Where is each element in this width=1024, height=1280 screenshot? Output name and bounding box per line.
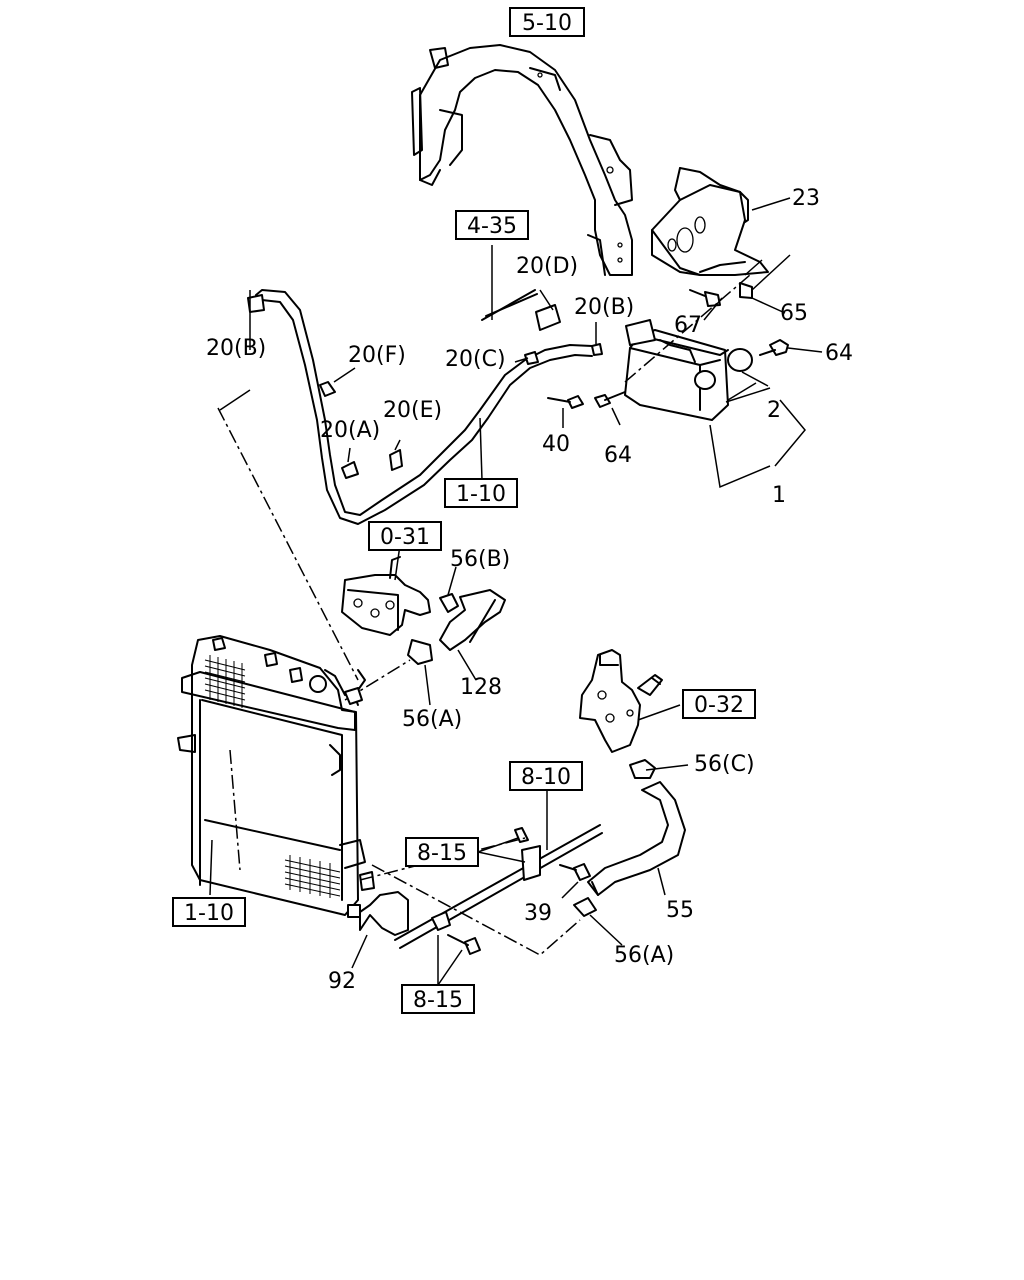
ref-8-15-lower: 8-15 <box>401 984 475 1014</box>
part-label-55: 55 <box>666 898 694 923</box>
ref-0-32: 0-32 <box>682 689 756 719</box>
leaders-tank <box>624 197 823 489</box>
part-label-23: 23 <box>792 186 820 211</box>
svg-text:8-15: 8-15 <box>417 841 467 866</box>
clamp-56a-lower <box>573 897 597 917</box>
ref-8-15-middle: 8-15 <box>405 837 479 867</box>
svg-text:8-15: 8-15 <box>413 988 463 1013</box>
part-label-39: 39 <box>524 901 552 926</box>
part-label-65: 65 <box>780 301 808 326</box>
part-label-56b: 56(B) <box>450 547 510 572</box>
bracket-23 <box>651 167 769 276</box>
svg-text:0-32: 0-32 <box>694 693 744 718</box>
part-label-56a-upper: 56(A) <box>402 707 462 732</box>
part-label-128: 128 <box>460 675 502 700</box>
hose-55 <box>587 781 686 896</box>
part-label-20f: 20(F) <box>348 343 406 368</box>
reserve-tank <box>624 319 753 421</box>
part-label-56c: 56(C) <box>694 752 755 777</box>
leaders-clips <box>217 245 621 691</box>
part-label-64-left: 64 <box>604 443 632 468</box>
water-outlet <box>579 649 663 779</box>
part-label-20c: 20(C) <box>445 347 506 372</box>
svg-text:8-10: 8-10 <box>521 765 571 790</box>
part-label-67: 67 <box>674 313 702 338</box>
radiator <box>177 635 375 918</box>
frame-bracket <box>411 44 633 276</box>
part-label-1: 1 <box>772 483 786 508</box>
part-label-40: 40 <box>542 432 570 457</box>
ref-8-10: 8-10 <box>509 761 583 791</box>
part-label-20e: 20(E) <box>383 398 442 423</box>
ref-1-10-lower: 1-10 <box>172 897 246 927</box>
part-label-20d: 20(D) <box>516 254 578 279</box>
svg-text:4-35: 4-35 <box>467 214 517 239</box>
part-label-2: 2 <box>767 398 781 423</box>
part-label-20a: 20(A) <box>320 418 380 443</box>
part-label-92: 92 <box>328 969 356 994</box>
svg-text:5-10: 5-10 <box>522 11 572 36</box>
ref-0-31: 0-31 <box>368 521 442 551</box>
part-label-56a-lower: 56(A) <box>614 943 674 968</box>
ref-4-35: 4-35 <box>455 210 529 240</box>
svg-text:1-10: 1-10 <box>456 482 506 507</box>
part-label-64-right: 64 <box>825 341 853 366</box>
part-label-20b-left: 20(B) <box>206 336 266 361</box>
overflow-hose <box>247 289 593 525</box>
svg-text:1-10: 1-10 <box>184 901 234 926</box>
ref-5-10: 5-10 <box>509 7 585 37</box>
lower-pipe <box>359 824 603 955</box>
ref-1-10-upper: 1-10 <box>444 478 518 508</box>
svg-text:0-31: 0-31 <box>380 525 430 550</box>
thermostat-housing <box>341 556 506 665</box>
fasteners-tank <box>547 282 789 409</box>
part-label-20b-right: 20(B) <box>574 295 634 320</box>
